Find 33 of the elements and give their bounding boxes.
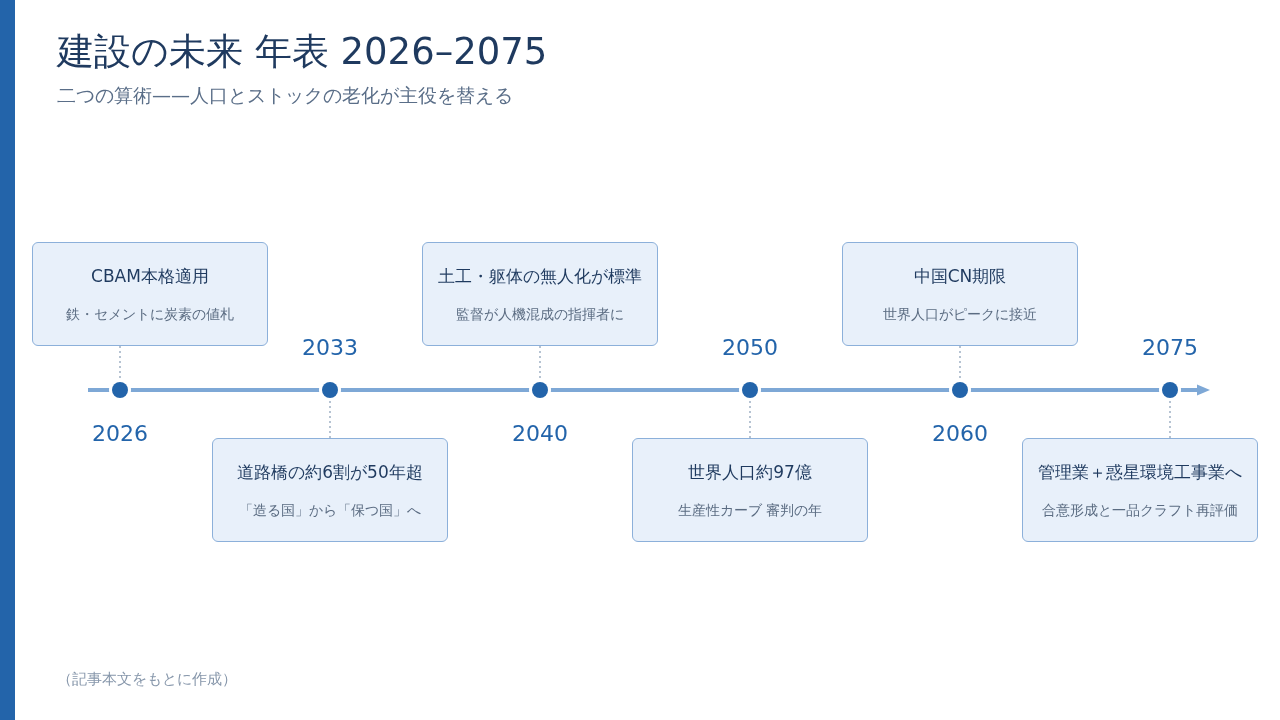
year-label: 2026: [92, 421, 148, 447]
subtitle: 二つの算術——人口とストックの老化が主役を替える: [57, 83, 513, 108]
event-card: [842, 242, 1078, 346]
event-description: 監督が人機混成の指揮者に: [456, 305, 624, 323]
title: 建設の未来 年表 2026–2075: [57, 29, 548, 75]
timeline-dot: [742, 382, 758, 398]
event-card: [32, 242, 268, 346]
event-description: 世界人口がピークに接近: [883, 305, 1037, 323]
year-label: 2075: [1142, 335, 1198, 361]
event-description: 生産性カーブ 審判の年: [677, 501, 823, 519]
event-title: 土工・躯体の無人化が標準: [438, 265, 642, 287]
event-card: [212, 438, 448, 542]
source-note: （記事本文をもとに作成）: [57, 669, 237, 689]
event-description: 「造る国」から「保つ国」へ: [239, 501, 421, 519]
timeline-dot: [112, 382, 128, 398]
event-title: 世界人口約97億: [688, 461, 812, 483]
event-card: [1022, 438, 1258, 542]
event-title: 管理業＋惑星環境工事業へ: [1038, 461, 1242, 483]
timeline-dot: [322, 382, 338, 398]
event-title: 道路橋の約6割が50年超: [237, 461, 423, 483]
event-card: [632, 438, 868, 542]
event-card: [422, 242, 658, 346]
timeline-dot: [1162, 382, 1178, 398]
year-label: 2060: [932, 421, 988, 447]
event-description: 合意形成と一品クラフト再評価: [1042, 501, 1238, 519]
year-label: 2040: [512, 421, 568, 447]
year-label: 2050: [722, 335, 778, 361]
event-description: 鉄・セメントに炭素の値札: [66, 305, 234, 323]
event-title: 中国CN期限: [913, 265, 1007, 287]
timeline-dot: [532, 382, 548, 398]
year-label: 2033: [302, 335, 358, 361]
timeline-dot: [952, 382, 968, 398]
event-title: CBAM本格適用: [91, 265, 209, 287]
